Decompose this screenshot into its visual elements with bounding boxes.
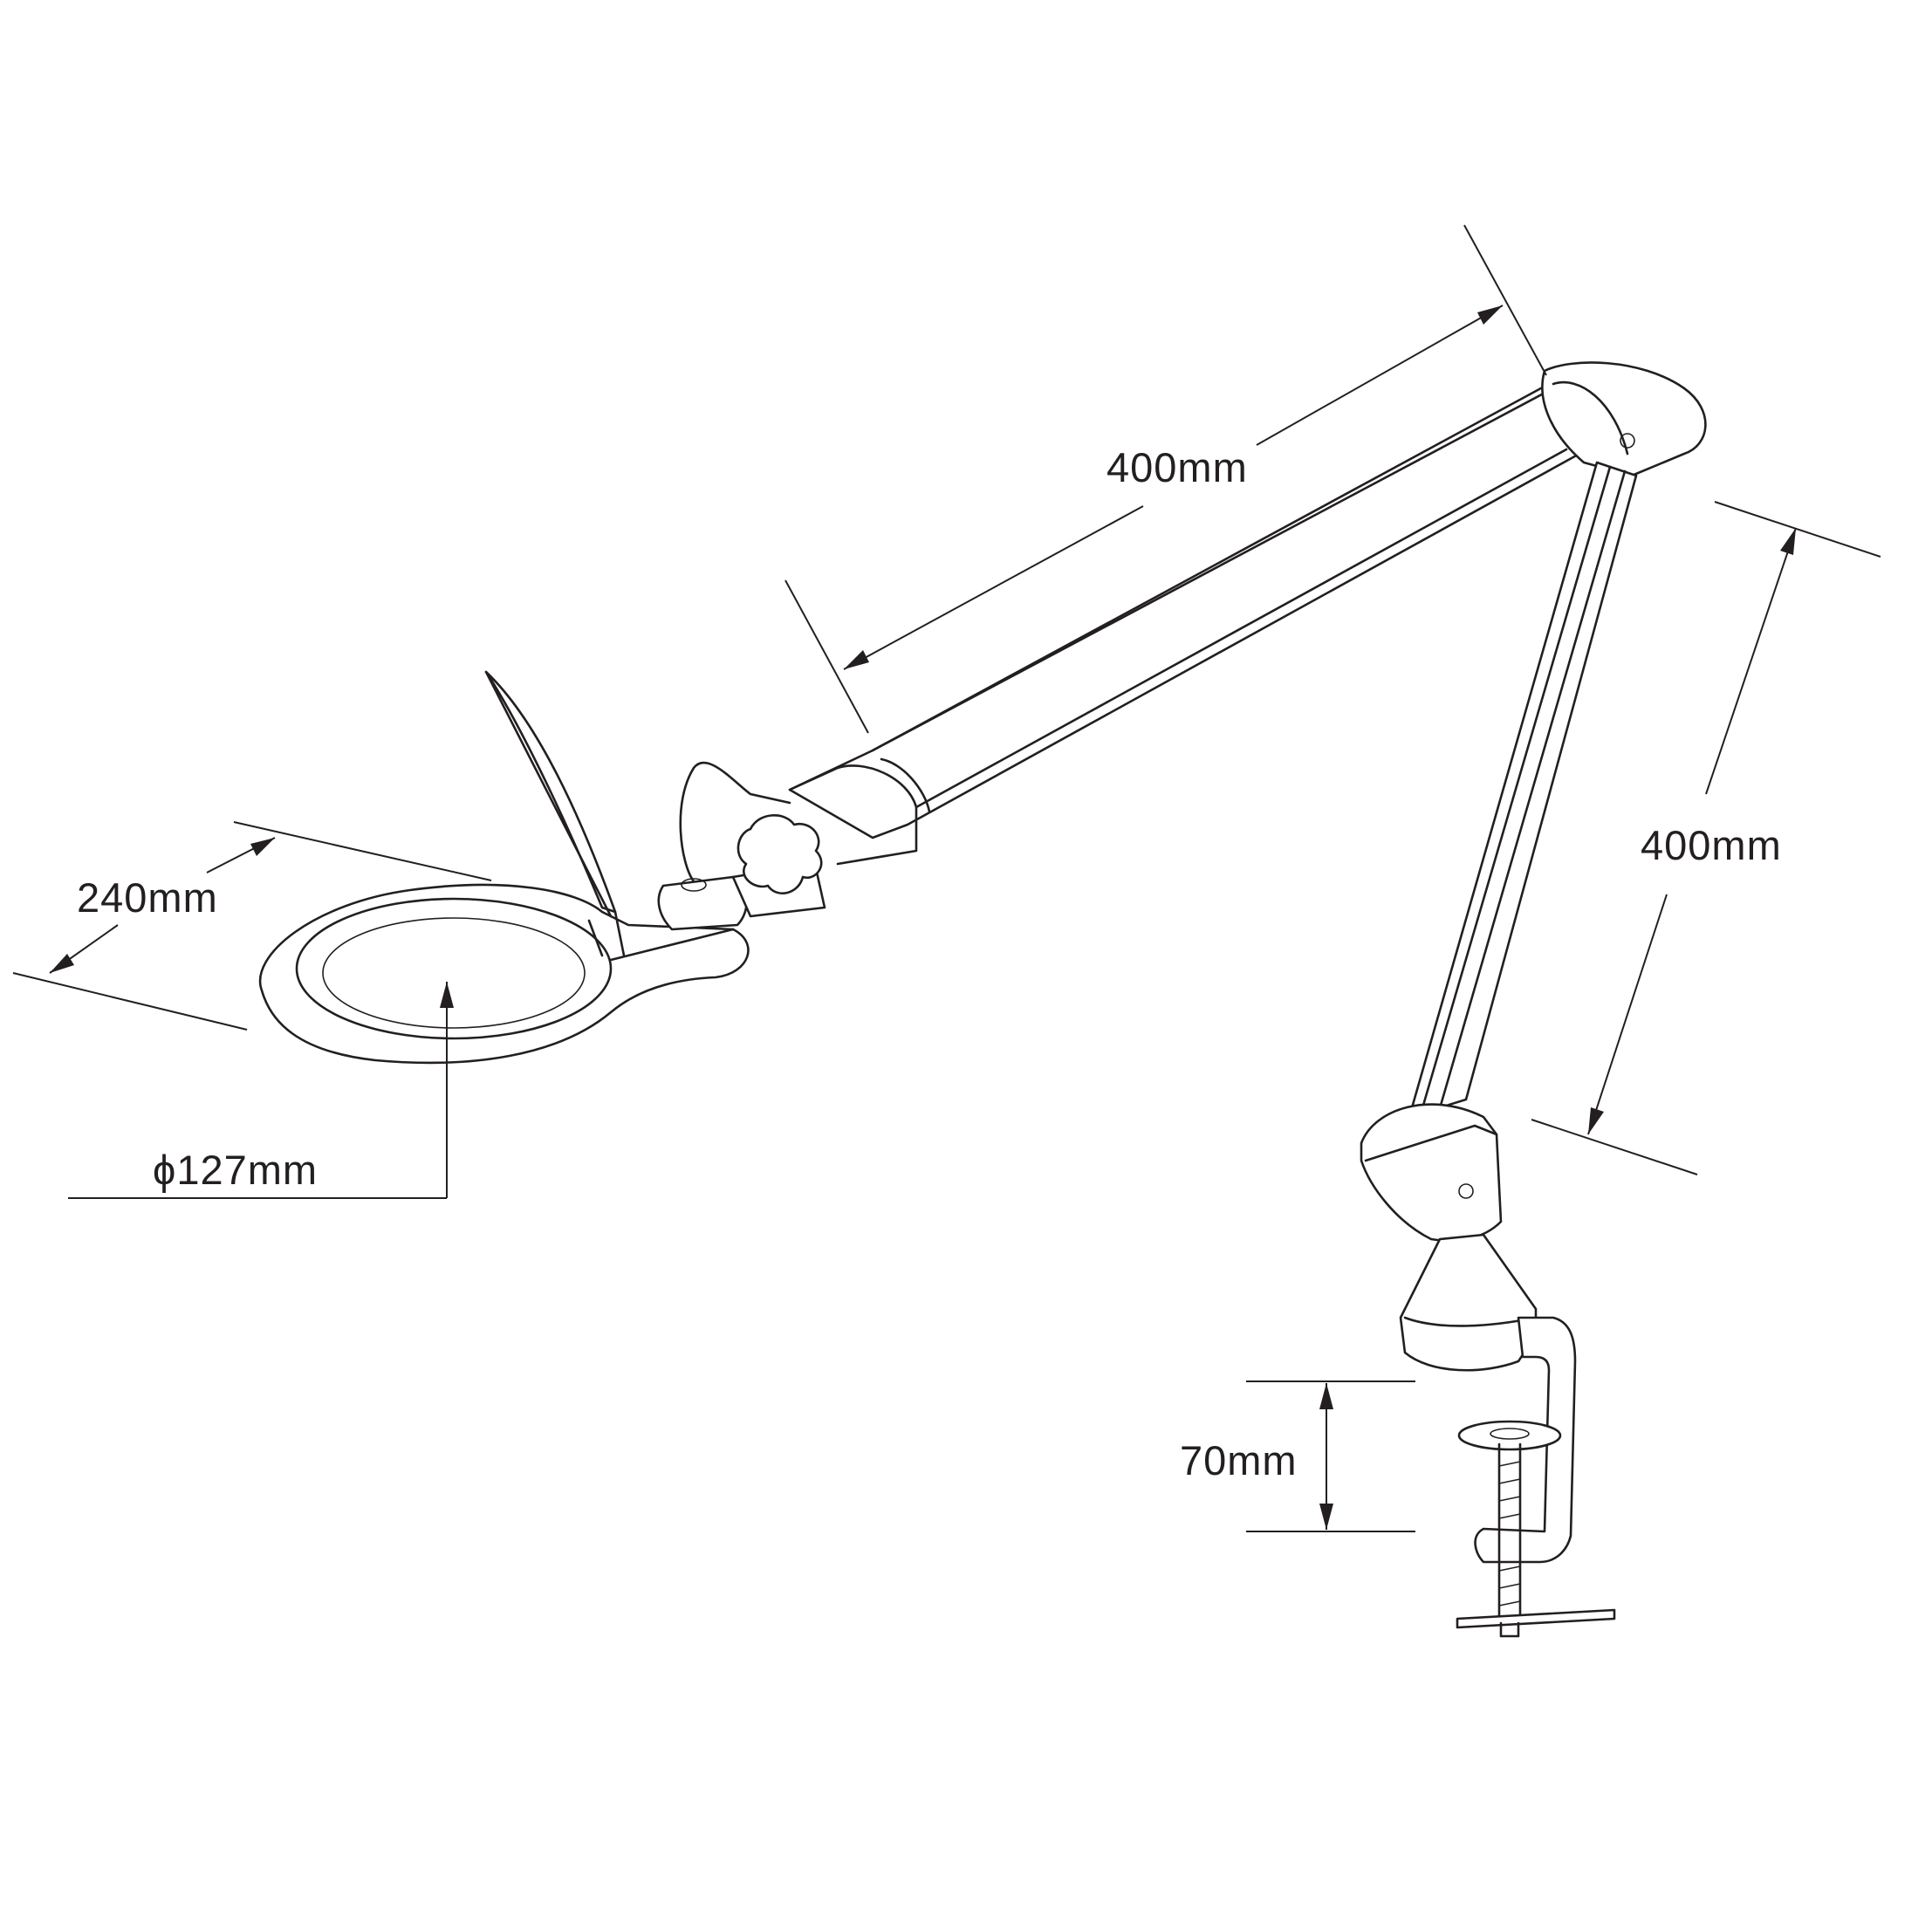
- base-joint: [1360, 1103, 1503, 1243]
- clamp-pedestal: [1399, 1233, 1538, 1372]
- c-clamp: [1456, 1316, 1616, 1638]
- dimension-clamp-opening: 70mm: [1180, 1380, 1415, 1532]
- dimension-upper-arm: 400mm: [784, 224, 1547, 734]
- dimension-lens-diameter: ϕ127mm: [68, 982, 454, 1199]
- lens-diameter-label: ϕ127mm: [153, 1147, 318, 1193]
- dimension-lower-arm: 400mm: [1531, 501, 1881, 1175]
- magnifier-lid: [484, 670, 617, 918]
- head-width-label: 240mm: [77, 874, 218, 921]
- lower-arm-length-label: 400mm: [1641, 822, 1782, 868]
- elbow-joint: [1541, 361, 1707, 477]
- dimension-head-width: 240mm: [12, 821, 492, 1031]
- magnifier-head: [258, 883, 750, 1065]
- upper-arm-length-label: 400mm: [1106, 444, 1248, 490]
- clamp-opening-label: 70mm: [1180, 1437, 1298, 1483]
- head-joint: [657, 761, 826, 931]
- lower-arm: [1408, 461, 1638, 1119]
- lamp-drawing: [258, 361, 1707, 1638]
